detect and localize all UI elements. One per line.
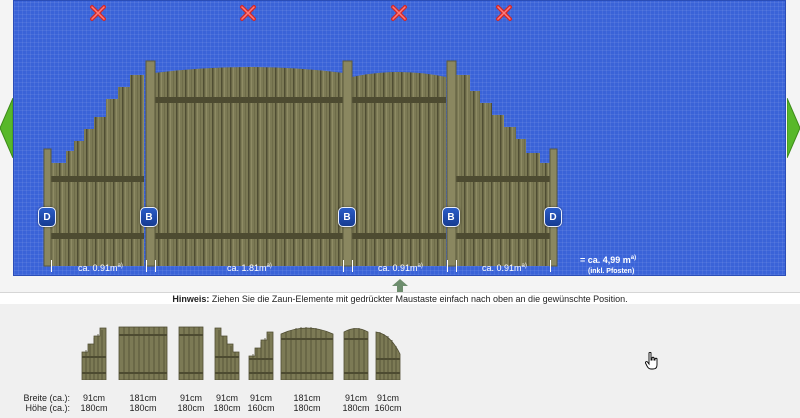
tray-element-4[interactable] xyxy=(213,324,241,380)
hint-text: Hinweis: Ziehen Sie die Zaun-Elemente mi… xyxy=(0,292,800,304)
delete-element-1-icon[interactable] xyxy=(89,4,107,22)
post-3[interactable] xyxy=(446,60,457,267)
element-tray: Breite (ca.): Höhe (ca.): 91cm 180cm 181… xyxy=(0,304,800,418)
post-badge-b-2[interactable]: B xyxy=(338,207,356,227)
dim-tick xyxy=(343,260,344,272)
element-2-height: 180cm xyxy=(129,403,157,413)
fence-drawing xyxy=(43,60,558,267)
element-1-width: 91cm xyxy=(82,393,105,403)
element-8-height: 160cm xyxy=(374,403,402,413)
dim-tick xyxy=(352,260,353,272)
element-1-height: 180cm xyxy=(80,403,108,413)
element-4-width: 91cm xyxy=(215,393,238,403)
element-2-width: 181cm xyxy=(129,393,157,403)
tray-element-2[interactable] xyxy=(118,324,168,380)
element-6-width: 181cm xyxy=(293,393,321,403)
dim-tick xyxy=(51,260,52,272)
element-3-width: 91cm xyxy=(179,393,202,403)
dimension-label-2: ca. 1.81ma) xyxy=(227,263,272,273)
delete-element-4-icon[interactable] xyxy=(495,4,513,22)
dim-tick xyxy=(456,260,457,272)
total-length: = ca. 4,99 ma) (inkl. Pfosten) xyxy=(580,255,637,275)
hand-cursor-icon xyxy=(645,352,658,370)
element-7-height: 180cm xyxy=(342,403,370,413)
fence-element-1[interactable] xyxy=(50,75,144,266)
drag-up-arrow-icon[interactable] xyxy=(392,279,408,292)
dim-tick xyxy=(146,260,147,272)
element-5-height: 160cm xyxy=(247,403,275,413)
width-row-label: Breite (ca.): xyxy=(23,393,70,403)
dim-tick xyxy=(155,260,156,272)
element-8-width: 91cm xyxy=(376,393,399,403)
post-badge-d-right[interactable]: D xyxy=(544,207,562,227)
dimension-label-3: ca. 0.91ma) xyxy=(378,263,423,273)
tray-element-1[interactable] xyxy=(80,324,108,380)
height-row-label: Höhe (ca.): xyxy=(25,403,70,413)
element-6-height: 180cm xyxy=(293,403,321,413)
tray-element-7[interactable] xyxy=(343,324,369,380)
dimension-label-4: ca. 0.91ma) xyxy=(482,263,527,273)
post-badge-b-1[interactable]: B xyxy=(140,207,158,227)
fence-element-3[interactable] xyxy=(352,72,446,266)
post-1[interactable] xyxy=(145,60,156,267)
element-5-width: 91cm xyxy=(249,393,272,403)
tray-element-3[interactable] xyxy=(178,324,204,380)
delete-element-2-icon[interactable] xyxy=(239,4,257,22)
post-badge-b-3[interactable]: B xyxy=(442,207,460,227)
total-note: (inkl. Pfosten) xyxy=(588,268,635,275)
post-2[interactable] xyxy=(342,60,353,267)
design-canvas[interactable]: D B B B D ca. 0.91ma) ca. 1.81ma) ca. 0.… xyxy=(13,0,786,276)
element-4-height: 180cm xyxy=(213,403,241,413)
tray-element-6[interactable] xyxy=(280,324,334,380)
element-7-width: 91cm xyxy=(344,393,367,403)
delete-element-3-icon[interactable] xyxy=(390,4,408,22)
fence-element-2[interactable] xyxy=(154,67,344,266)
tray-element-8[interactable] xyxy=(374,330,402,380)
fence-element-4[interactable] xyxy=(456,75,554,266)
element-3-height: 180cm xyxy=(177,403,205,413)
nav-left-arrow-icon[interactable] xyxy=(0,98,13,158)
dim-tick xyxy=(550,260,551,272)
tray-element-5[interactable] xyxy=(247,330,275,380)
dim-tick xyxy=(447,260,448,272)
fence-designer: D B B B D ca. 0.91ma) ca. 1.81ma) ca. 0.… xyxy=(0,0,800,292)
nav-right-arrow-icon[interactable] xyxy=(787,98,800,158)
post-badge-d-left[interactable]: D xyxy=(38,207,56,227)
dimension-label-1: ca. 0.91ma) xyxy=(78,263,123,273)
